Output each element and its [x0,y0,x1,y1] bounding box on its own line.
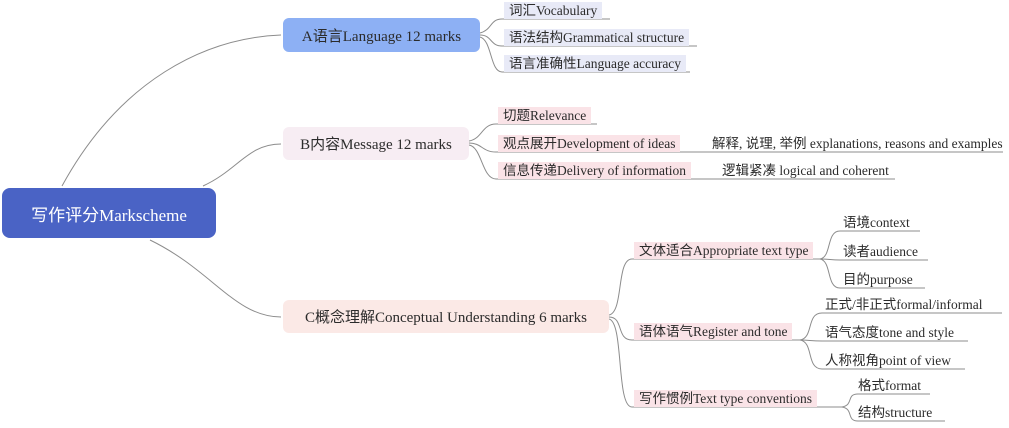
root-topic[interactable]: 写作评分Markscheme [2,188,216,238]
topic-language-accuracy[interactable]: 语言准确性Language accuracy [504,55,687,72]
edge-texttype-audience [819,258,928,261]
topic-logical-and-coherent[interactable]: 逻辑紧凑 logical and coherent [722,163,889,178]
edge-register-pov [799,339,965,370]
topic-explanations-reasons-examples[interactable]: 解释, 说理, 举例 explanations, reasons and exa… [712,136,1003,151]
edge-c-texttype [608,258,820,316]
edge-a-accuracy [479,36,690,73]
topic-relevance[interactable]: 切题Relevance [498,107,592,124]
topic-audience[interactable]: 读者audience [843,244,918,259]
topic-development-of-ideas[interactable]: 观点展开Development of ideas [498,135,681,152]
edge-conventions-structure [841,406,945,422]
topic-text-type-conventions[interactable]: 写作惯例Text type conventions [634,390,818,407]
edge-texttype-context [819,230,920,260]
topic-grammatical-structure[interactable]: 语法结构Grammatical structure [504,29,690,46]
topic-structure[interactable]: 结构structure [858,405,933,420]
topic-purpose[interactable]: 目的purpose [843,272,913,287]
edge-conventions-format [841,393,930,408]
topic-point-of-view[interactable]: 人称视角point of view [825,353,951,368]
topic-register-and-tone[interactable]: 语体语气Register and tone [634,323,793,340]
edge-c-conventions [608,318,842,408]
edge-root-b [202,143,282,187]
topic-formal-informal[interactable]: 正式/非正式formal/informal [825,297,983,312]
topic-context[interactable]: 语境context [843,215,910,230]
edge-root-a [61,34,282,187]
edge-b-development [468,142,1003,153]
branch-a-language[interactable]: A语言Language 12 marks [283,18,480,52]
edge-register-formal [799,312,1002,341]
topic-delivery-of-information[interactable]: 信息传递Delivery of information [498,162,691,179]
edge-c-register [608,316,800,341]
edge-a-vocabulary [479,18,610,34]
edge-texttype-purpose [819,258,925,289]
edge-b-relevance [468,123,597,142]
edge-b-delivery [468,144,895,180]
topic-vocabulary[interactable]: 词汇Vocabulary [504,2,603,19]
topic-tone-and-style[interactable]: 语气态度tone and style [825,325,954,340]
edge-root-c [149,239,282,318]
edge-a-grammar [479,34,697,47]
topic-format[interactable]: 格式format [858,378,921,393]
edge-register-tone [799,339,968,342]
branch-c-conceptual-understanding[interactable]: C概念理解Conceptual Understanding 6 marks [283,300,609,333]
topic-appropriate-text-type[interactable]: 文体适合Appropriate text type [634,242,814,259]
branch-b-message[interactable]: B内容Message 12 marks [283,127,469,160]
